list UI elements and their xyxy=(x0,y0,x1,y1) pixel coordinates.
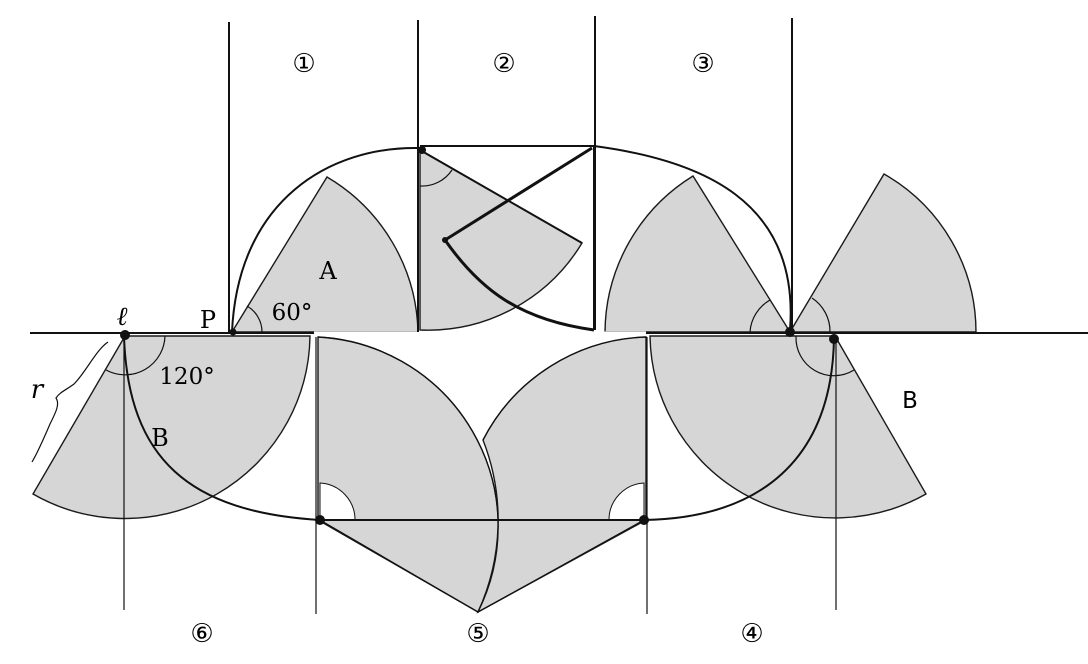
path-upper-right-arc xyxy=(593,145,792,331)
sector-b-left xyxy=(32,335,311,520)
point-l xyxy=(120,330,130,340)
point-lower-right xyxy=(639,515,649,525)
sector-region-5-right xyxy=(476,336,647,614)
angle-mark-left xyxy=(319,482,356,521)
label-sector-b-right: B xyxy=(902,388,918,414)
angle-arc-upper-right xyxy=(811,297,831,333)
label-radius-r: r xyxy=(31,375,45,405)
arc-region-5-right xyxy=(482,336,647,441)
arc-region-5-left xyxy=(317,336,499,613)
point-zigzag xyxy=(442,237,448,243)
label-line-l: ℓ xyxy=(117,302,128,332)
path-zigzag-region-2 xyxy=(442,146,595,332)
path-lower-left-arc xyxy=(123,335,321,521)
label-sector-b-left: B xyxy=(151,424,169,452)
sector-a xyxy=(230,176,419,333)
label-angle-120: 120° xyxy=(159,364,214,390)
label-sector-a: A xyxy=(318,257,337,285)
point-right-lower xyxy=(829,334,839,344)
sector-region-2 xyxy=(419,148,583,331)
sector-b-right xyxy=(649,335,927,519)
sector-region-3 xyxy=(604,175,792,333)
radius-brace xyxy=(31,341,109,463)
v-region-5 xyxy=(319,519,645,613)
point-p xyxy=(229,328,237,336)
angle-arc-region-2 xyxy=(419,169,453,187)
path-upper-left-arc xyxy=(231,146,421,333)
label-angle-60: 60° xyxy=(272,300,313,326)
point-lower-left xyxy=(315,515,325,525)
region-label-4: ④ xyxy=(740,619,763,649)
path-region-2-ray xyxy=(419,149,583,244)
angle-arc-region-3 xyxy=(749,299,771,333)
sector-upper-right xyxy=(788,173,977,333)
angle-mark-right xyxy=(608,482,645,521)
angle-arc-120 xyxy=(105,335,166,376)
region-label-6: ⑥ xyxy=(190,619,213,649)
point-region-2-corner xyxy=(418,146,426,154)
angle-arc-60 xyxy=(246,305,263,333)
region-label-3: ③ xyxy=(691,49,714,79)
region-label-5: ⑤ xyxy=(466,619,489,649)
point-right-upper xyxy=(785,327,795,337)
path-lower-right-arc xyxy=(643,337,835,521)
region-label-1: ① xyxy=(292,49,315,79)
label-point-p: P xyxy=(200,306,216,334)
region-label-2: ② xyxy=(492,49,515,79)
angle-arc-right-bottom xyxy=(795,335,855,377)
